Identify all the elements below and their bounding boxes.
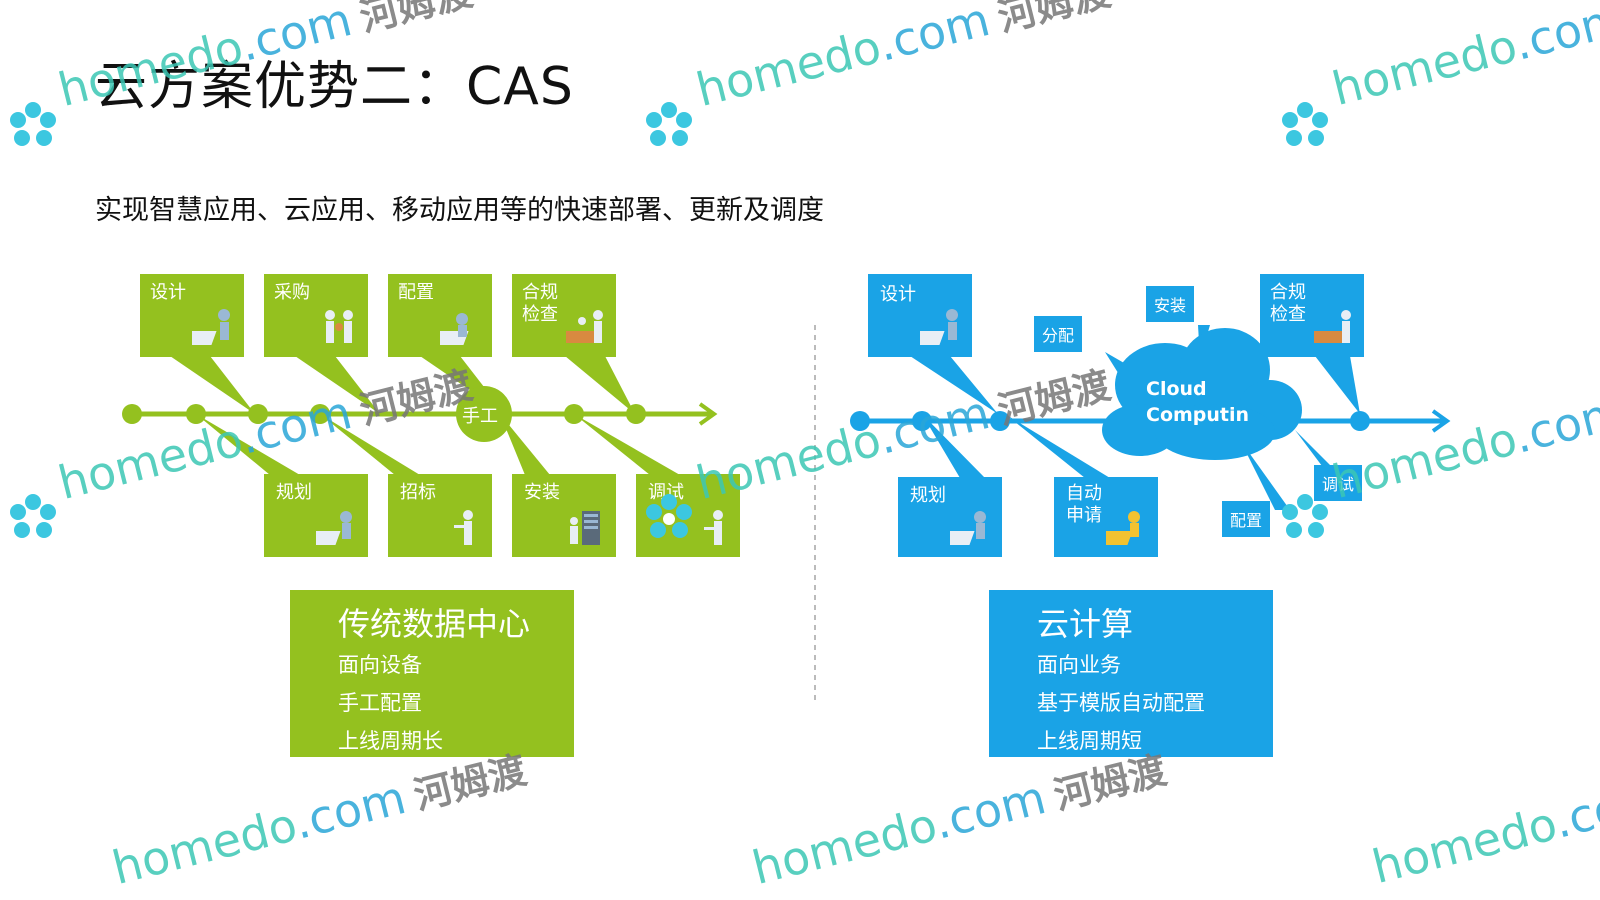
handshake-figure-icon: [325, 310, 353, 343]
left-arrow-head: [698, 402, 718, 426]
left-node: [310, 404, 330, 424]
slide-title: 云方案优势二：CAS: [95, 57, 574, 117]
traditional-dc-card: 传统数据中心 面向设备 手工配置 上线周期长: [290, 590, 574, 757]
left-hub: [456, 386, 512, 442]
right-box-plan: 规划: [898, 477, 1002, 557]
left-box-compliance: 合规 检查: [512, 274, 616, 357]
right-box-auto-request: 自动 申请: [1054, 477, 1158, 557]
workstation-figure-icon: [440, 313, 469, 345]
watermark-flower-icon: [10, 494, 56, 538]
left-node: [122, 404, 142, 424]
box-label: 配置: [398, 282, 434, 303]
box-label: 合规 检查: [522, 282, 558, 325]
right-callout-wedge: [910, 356, 998, 414]
right-node: [990, 411, 1010, 431]
label-debug: 调试: [1314, 465, 1363, 501]
card-line: 上线周期短: [1037, 729, 1142, 753]
left-box-plan: 规划: [264, 474, 368, 557]
card-heading: 云计算: [1037, 605, 1134, 643]
left-callout-wedge: [574, 414, 680, 475]
cloud-shape: [1102, 328, 1302, 460]
box-label: 招标: [400, 482, 436, 503]
right-arrow-head: [1431, 409, 1451, 433]
card-line: 面向设备: [338, 653, 422, 677]
left-hub-label: 手工: [462, 406, 498, 427]
box-label: 自动 申请: [1066, 483, 1102, 526]
slide-subtitle: 实现智慧应用、云应用、移动应用等的快速部署、更新及调度: [95, 195, 824, 226]
inspection-figure-icon: [1314, 310, 1351, 343]
designer-figure-icon: [192, 309, 230, 345]
card-line: 基于模版自动配置: [1037, 691, 1205, 715]
right-box-compliance: 合规 检查: [1260, 274, 1364, 357]
left-node: [564, 404, 584, 424]
automation-figure-icon: [1106, 511, 1140, 545]
box-label: 采购: [274, 282, 310, 303]
planner-figure-icon: [316, 511, 352, 545]
planner-figure-icon: [950, 511, 986, 545]
left-box-purchase: 采购: [264, 274, 368, 357]
label-allocate: 分配: [1034, 316, 1083, 352]
right-node: [1350, 411, 1370, 431]
box-label: 规划: [910, 485, 946, 506]
designer-figure-icon: [920, 309, 958, 345]
card-heading: 传统数据中心: [338, 605, 531, 643]
right-callout-wedge: [1315, 356, 1360, 414]
box-label: 安装: [524, 482, 560, 503]
card-line: 面向业务: [1037, 653, 1121, 677]
left-callout-wedge: [170, 356, 255, 414]
left-callout-wedge: [565, 356, 635, 414]
left-callout-wedge: [320, 414, 420, 475]
left-box-tender: 招标: [388, 474, 492, 557]
label-configure: 配置: [1222, 501, 1271, 537]
box-label: 合规 检查: [1270, 282, 1306, 325]
technician-figure-icon: [704, 510, 723, 545]
cloud-label: Cloud Computin g: [1146, 378, 1250, 432]
watermark-flower-icon: [1282, 102, 1328, 146]
server-rack-icon: [570, 511, 600, 545]
left-callout-wedge: [295, 356, 380, 414]
right-callout-wedge: [1005, 414, 1110, 478]
watermark-flower-icon: [646, 494, 692, 538]
left-node: [626, 404, 646, 424]
right-box-design: 设计: [868, 274, 972, 357]
box-label: 规划: [276, 482, 312, 503]
presenter-figure-icon: [454, 510, 473, 545]
card-line: 上线周期长: [338, 729, 443, 753]
cloud-computing-card: 云计算 面向业务 基于模版自动配置 上线周期短: [989, 590, 1273, 757]
watermark-flower-icon: [10, 102, 56, 146]
watermark-flower-icon: [1282, 494, 1328, 538]
left-node: [186, 404, 206, 424]
left-box-config: 配置: [388, 274, 492, 357]
watermark-flower-icon: [646, 102, 692, 146]
left-callout-wedge: [500, 414, 550, 475]
right-node: [912, 411, 932, 431]
left-box-install: 安装: [512, 474, 616, 557]
right-callout-wedge: [1240, 440, 1290, 510]
card-line: 手工配置: [338, 691, 422, 715]
box-label: 设计: [150, 282, 186, 303]
label-install: 安装: [1146, 286, 1195, 322]
box-label: 设计: [880, 284, 916, 305]
left-callout-wedge: [196, 414, 300, 475]
left-box-design: 设计: [140, 274, 244, 357]
right-node: [850, 411, 870, 431]
left-node: [248, 404, 268, 424]
right-callout-wedge: [922, 414, 985, 478]
inspection-figure-icon: [566, 310, 603, 343]
